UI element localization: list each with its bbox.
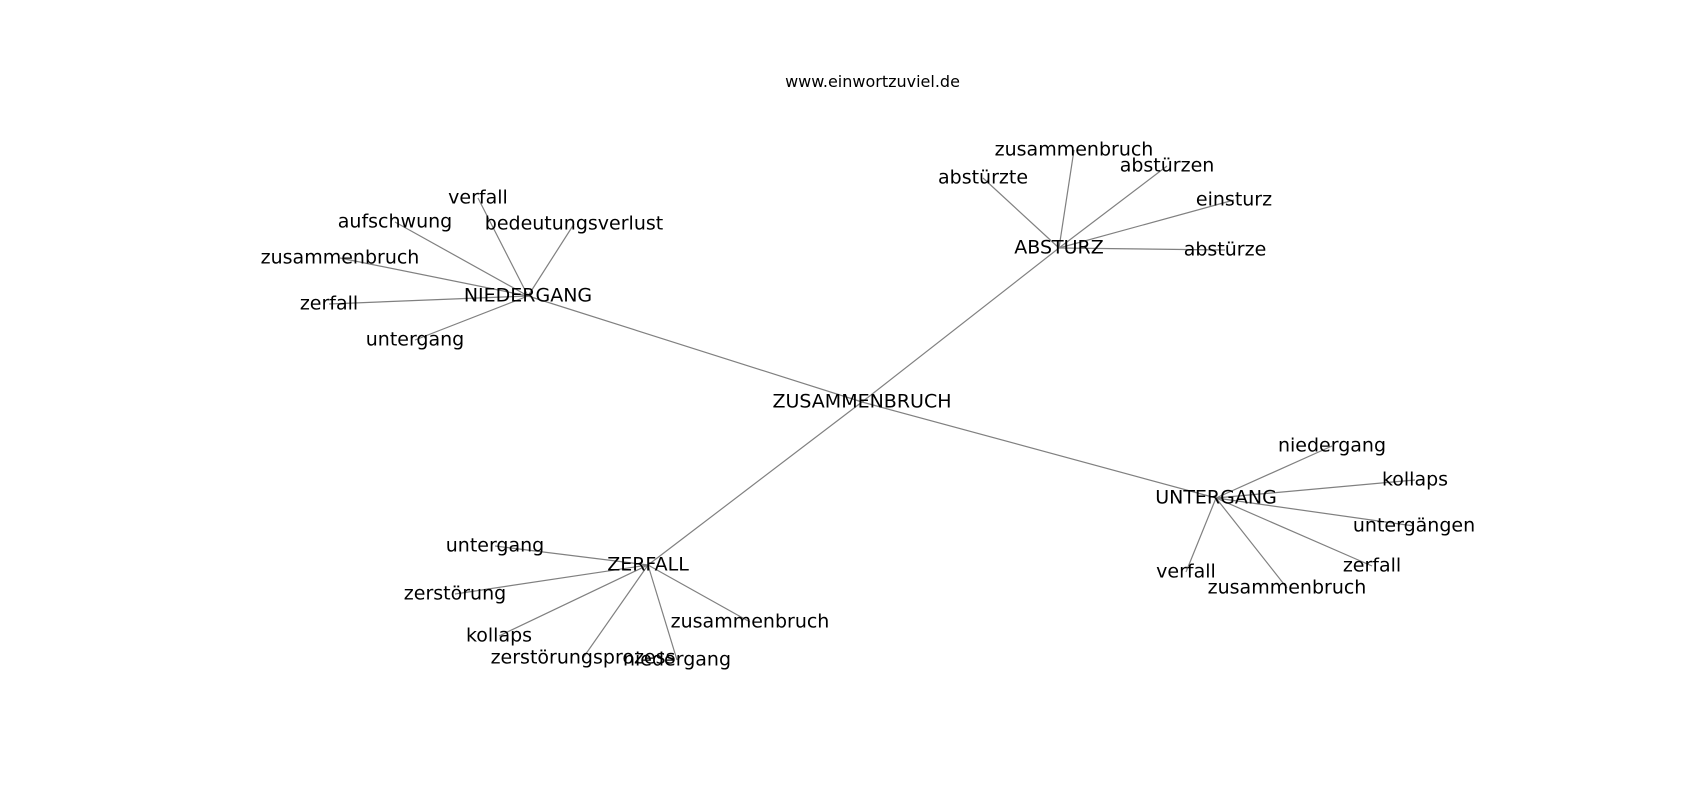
leaf-node-abstürzen: abstürzen: [1120, 155, 1215, 177]
edge-untergang-to-niedergang: [1215, 445, 1333, 499]
leaf-node-zerstörungsprozess: zerstörungsprozess: [491, 647, 676, 669]
edge-niedergang-to-untergang: [414, 295, 529, 341]
leaf-node-verfall: verfall: [448, 187, 508, 209]
leaf-node-abstürzte: abstürzte: [938, 167, 1028, 189]
edge-untergang-to-untergängen: [1215, 497, 1415, 527]
edge-zerfall-to-zerstörungsprozess: [582, 564, 649, 659]
leaf-node-untergang: untergang: [446, 535, 545, 557]
edge-center-to-niedergang: [527, 295, 863, 403]
leaf-node-einsturz: einsturz: [1196, 189, 1272, 211]
edge-center-to-untergang: [861, 401, 1217, 499]
edge-center-to-zerfall: [647, 401, 863, 566]
leaf-node-untergang: untergang: [366, 329, 465, 351]
edges-layer: [328, 149, 1416, 661]
leaf-node-bedeutungsverlust: bedeutungsverlust: [485, 213, 663, 235]
edge-absturz-to-einsturz: [1058, 199, 1235, 249]
leaf-node-untergängen: untergängen: [1353, 515, 1475, 537]
edge-niedergang-to-verfall: [477, 197, 529, 297]
leaf-node-zusammenbruch: zusammenbruch: [261, 247, 420, 269]
hub-node-absturz: ABSTURZ: [1014, 237, 1104, 259]
leaf-node-zerfall: zerfall: [1343, 555, 1401, 577]
edge-untergang-to-kollaps: [1215, 479, 1416, 499]
leaf-node-verfall: verfall: [1156, 561, 1216, 583]
edge-zerfall-to-zerstörung: [454, 564, 649, 595]
leaf-node-kollaps: kollaps: [1382, 469, 1448, 491]
leaf-node-zusammenbruch: zusammenbruch: [995, 139, 1154, 161]
leaf-node-kollaps: kollaps: [466, 625, 532, 647]
edge-zerfall-to-kollaps: [498, 564, 649, 637]
hub-node-zerfall: ZERFALL: [607, 554, 689, 576]
edge-untergang-to-zusammenbruch: [1215, 497, 1288, 589]
edge-untergang-to-zerfall: [1215, 497, 1373, 567]
hub-node-niedergang: NIEDERGANG: [464, 285, 592, 307]
edge-niedergang-to-zusammenbruch: [339, 257, 529, 297]
hub-node-untergang: UNTERGANG: [1155, 487, 1277, 509]
leaf-node-niedergang: niedergang: [623, 649, 731, 671]
leaf-node-niedergang: niedergang: [1278, 435, 1386, 457]
edge-zerfall-to-untergang: [494, 545, 649, 566]
leaf-node-zerstörung: zerstörung: [404, 583, 506, 605]
leaf-node-aufschwung: aufschwung: [338, 211, 452, 233]
labels-layer: ZUSAMMENBRUCHNIEDERGANGverfallaufschwung…: [261, 139, 1475, 671]
edge-zerfall-to-zusammenbruch: [647, 564, 751, 623]
edge-zerfall-to-niedergang: [647, 564, 678, 661]
edge-niedergang-to-aufschwung: [394, 221, 529, 297]
edge-absturz-to-abstürzen: [1058, 165, 1168, 249]
edge-absturz-to-zusammenbruch: [1058, 149, 1075, 249]
edge-center-to-absturz: [861, 247, 1060, 403]
edge-untergang-to-verfall: [1185, 497, 1217, 573]
leaf-node-zerfall: zerfall: [300, 293, 358, 315]
leaf-node-zusammenbruch: zusammenbruch: [1208, 577, 1367, 599]
edge-absturz-to-abstürzte: [982, 177, 1060, 249]
edge-niedergang-to-zerfall: [328, 295, 529, 305]
center-node-label: ZUSAMMENBRUCH: [772, 391, 951, 413]
edge-absturz-to-abstürze: [1058, 247, 1226, 251]
edge-niedergang-to-bedeutungsverlust: [527, 223, 575, 297]
leaf-node-abstürze: abstürze: [1184, 239, 1267, 261]
leaf-node-zusammenbruch: zusammenbruch: [671, 611, 830, 633]
site-url-title: www.einwortzuviel.de: [785, 72, 960, 91]
